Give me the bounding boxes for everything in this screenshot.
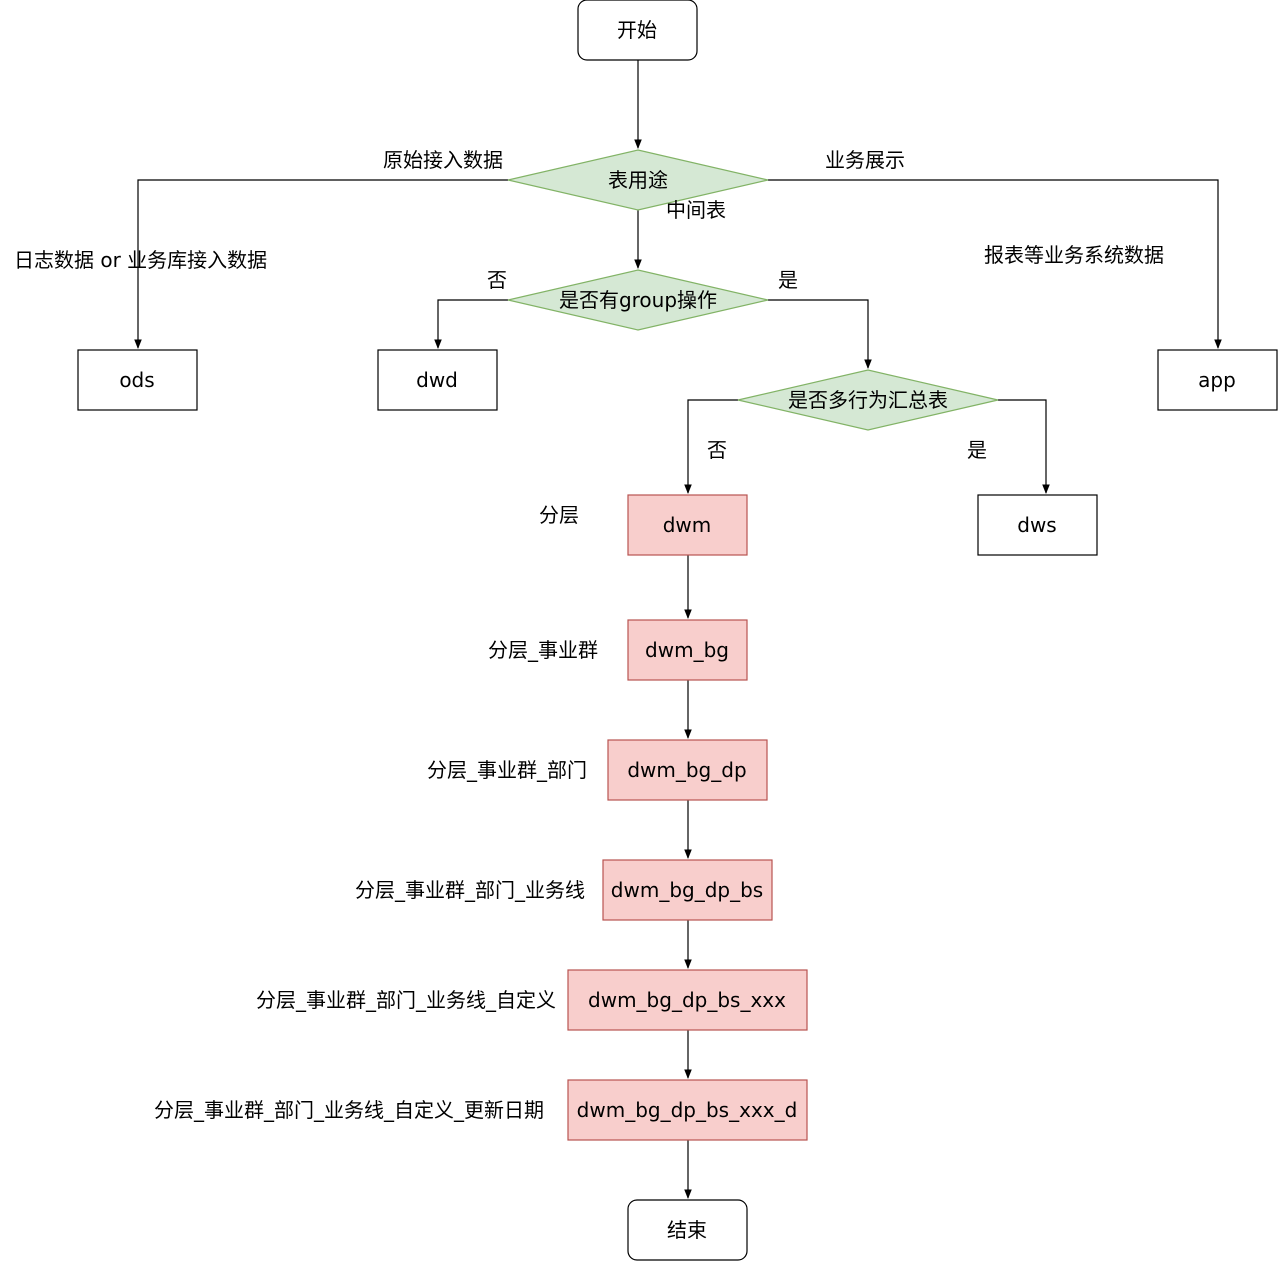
- dwm-bg-dp-bs-xxx-label: dwm_bg_dp_bs_xxx: [588, 988, 786, 1012]
- dws-node[interactable]: dws: [977, 494, 1098, 556]
- side-label-dwm-bg: 分层_事业群: [488, 638, 598, 662]
- decision-usage[interactable]: 表用途: [507, 149, 769, 211]
- label-biz-display: 业务展示: [825, 148, 905, 172]
- label-report-data: 报表等业务系统数据: [984, 243, 1164, 267]
- dwm-bg-dp-bs-xxx-node[interactable]: dwm_bg_dp_bs_xxx: [567, 969, 808, 1031]
- decision-group[interactable]: 是否有group操作: [507, 269, 769, 331]
- label-multi-no: 否: [707, 438, 727, 462]
- app-label: app: [1198, 368, 1236, 392]
- connectors: [134, 60, 1222, 1199]
- label-middle-table: 中间表: [666, 198, 726, 222]
- dwm-bg-dp-label: dwm_bg_dp: [627, 758, 746, 782]
- side-label-dwm-bg-dp-bs-xxx: 分层_事业群_部门_业务线_自定义: [256, 988, 556, 1012]
- label-log-data: 日志数据 or 业务库接入数据: [14, 248, 267, 272]
- decision-multi-label: 是否多行为汇总表: [788, 388, 948, 412]
- label-group-no: 否: [487, 268, 507, 292]
- side-label-dwm-bg-dp-bs: 分层_事业群_部门_业务线: [355, 878, 585, 902]
- app-node[interactable]: app: [1157, 349, 1278, 411]
- edge-labels: 原始接入数据 业务展示 中间表 日志数据 or 业务库接入数据 报表等业务系统数…: [14, 148, 1164, 462]
- dwm-node[interactable]: dwm: [627, 494, 748, 556]
- edge-multi-dws: [998, 399, 1050, 494]
- ods-label: ods: [119, 368, 154, 392]
- end-node[interactable]: 结束: [627, 1199, 748, 1261]
- decision-usage-label: 表用途: [608, 168, 668, 192]
- edge-usage-ods: [134, 179, 508, 349]
- start-node[interactable]: 开始: [577, 0, 698, 61]
- side-label-dwm: 分层: [539, 503, 579, 527]
- side-labels: 分层 分层_事业群 分层_事业群_部门 分层_事业群_部门_业务线 分层_事业群…: [154, 503, 598, 1122]
- dwd-node[interactable]: dwd: [377, 349, 498, 411]
- label-group-yes: 是: [778, 268, 798, 292]
- dwm-bg-dp-node[interactable]: dwm_bg_dp: [607, 739, 768, 801]
- label-multi-yes: 是: [967, 438, 987, 462]
- dwm-bg-dp-bs-label: dwm_bg_dp_bs: [611, 878, 763, 902]
- dwm-bg-node[interactable]: dwm_bg: [627, 619, 748, 681]
- label-raw-ingest: 原始接入数据: [383, 148, 503, 172]
- end-label: 结束: [667, 1218, 707, 1242]
- side-label-dwm-bg-dp: 分层_事业群_部门: [427, 758, 587, 782]
- edge-usage-app: [768, 179, 1222, 349]
- dwd-label: dwd: [416, 368, 458, 392]
- dws-label: dws: [1017, 513, 1056, 537]
- dwm-bg-label: dwm_bg: [645, 638, 729, 662]
- side-label-dwm-bg-dp-bs-xxx-d: 分层_事业群_部门_业务线_自定义_更新日期: [154, 1098, 544, 1122]
- dwm-label: dwm: [663, 513, 712, 537]
- edge-multi-dwm: [684, 399, 738, 494]
- edge-group-dwd: [434, 299, 508, 349]
- decision-multi[interactable]: 是否多行为汇总表: [737, 369, 999, 431]
- decision-group-label: 是否有group操作: [559, 288, 717, 312]
- edge-group-multi: [768, 299, 872, 369]
- start-label: 开始: [617, 18, 657, 42]
- dwm-bg-dp-bs-xxx-d-label: dwm_bg_dp_bs_xxx_d: [577, 1098, 798, 1122]
- ods-node[interactable]: ods: [77, 349, 198, 411]
- dwm-bg-dp-bs-node[interactable]: dwm_bg_dp_bs: [602, 859, 773, 921]
- dwm-bg-dp-bs-xxx-d-node[interactable]: dwm_bg_dp_bs_xxx_d: [567, 1079, 808, 1141]
